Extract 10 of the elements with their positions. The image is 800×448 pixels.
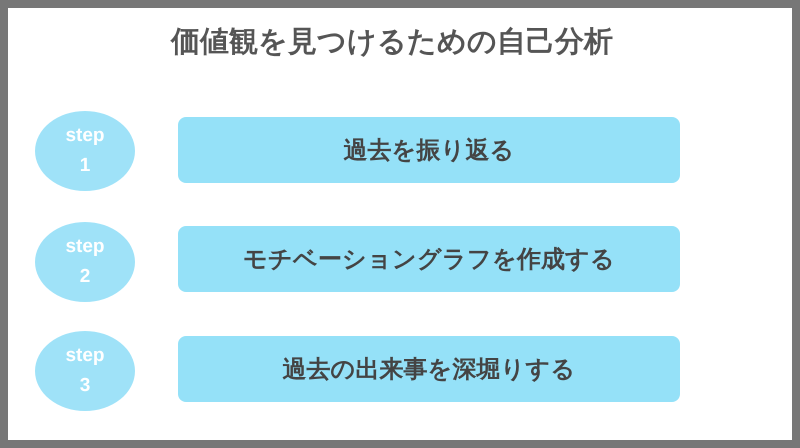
step-text: モチベーショングラフを作成する xyxy=(243,244,615,275)
title: 価値観を見つけるための自己分析 xyxy=(169,23,614,60)
step-text: 過去を振り返る xyxy=(344,135,514,166)
step-label: step 3 xyxy=(64,344,106,398)
step-text: 過去の出来事を深堀りする xyxy=(282,354,576,385)
step-box xyxy=(178,117,680,183)
step-label: step 2 xyxy=(64,234,106,289)
step-box xyxy=(178,226,680,292)
step-label: step 1 xyxy=(64,124,106,178)
step-box xyxy=(178,336,680,402)
